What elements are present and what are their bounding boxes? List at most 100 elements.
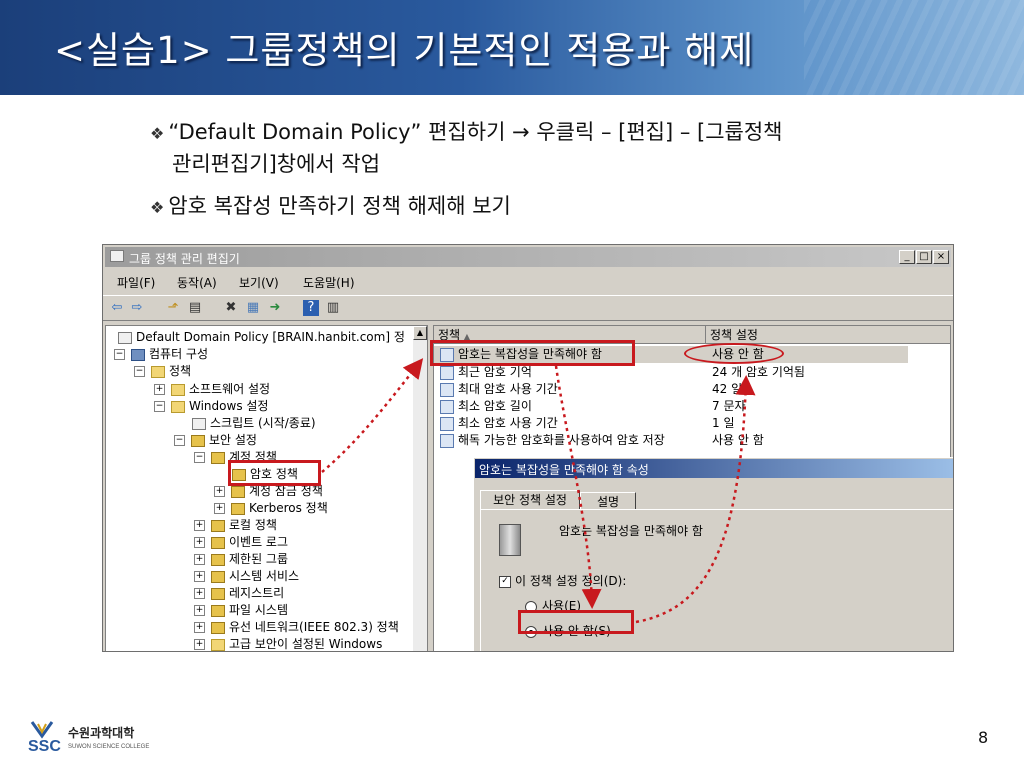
policy-setting-icon <box>440 416 454 431</box>
tree-item-event-log[interactable]: +이벤트 로그 <box>194 535 289 549</box>
policy-folder-icon <box>211 621 225 634</box>
tree-item-computer-config[interactable]: −컴퓨터 구성 <box>114 347 209 361</box>
tree-item-file-system[interactable]: +파일 시스템 <box>194 603 289 617</box>
tree-item-wired-network[interactable]: +유선 네트워크(IEEE 802.3) 정책 <box>194 620 399 634</box>
tree-item-security-settings[interactable]: −보안 설정 <box>174 433 257 447</box>
list-row-reversible-encryption[interactable]: 해독 가능한 암호화를 사용하여 암호 저장 사용 안 함 <box>434 432 948 449</box>
expand-icon[interactable]: + <box>194 554 205 565</box>
column-header-policy[interactable]: 정책 ▲ <box>434 326 706 344</box>
collapse-icon[interactable]: − <box>134 366 145 377</box>
highlight-setting-oval <box>684 343 784 364</box>
list-row-password-history[interactable]: 최근 암호 기억 24 개 암호 기억됨 <box>434 364 948 381</box>
show-hide-tree-icon[interactable]: ▤ <box>188 300 202 315</box>
tab-explain[interactable]: 설명 <box>580 492 636 510</box>
policy-folder-icon <box>211 536 225 549</box>
properties-icon[interactable]: ▦ <box>246 300 260 315</box>
column-header-setting[interactable]: 정책 설정 <box>706 326 950 344</box>
sort-ascending-icon: ▲ <box>463 332 471 341</box>
bullet-marker-icon: ❖ <box>150 124 165 143</box>
window-title: 그룹 정책 관리 편집기 <box>129 252 240 266</box>
expand-icon[interactable]: + <box>194 537 205 548</box>
group-policy-editor-window: 그룹 정책 관리 편집기 _ □ × 파일(F) 동작(A) 보기(V) 도움말… <box>102 244 954 652</box>
tree-item-local-policies[interactable]: +로컬 정책 <box>194 518 277 532</box>
menu-bar: 파일(F) 동작(A) 보기(V) 도움말(H) <box>103 271 953 291</box>
tree-item-registry[interactable]: +레지스트리 <box>194 586 285 600</box>
expand-icon[interactable]: + <box>194 571 205 582</box>
list-row-min-password-length[interactable]: 최소 암호 길이 7 문자 <box>434 398 948 415</box>
bullet-2: ❖암호 복잡성 만족하기 정책 해제해 보기 <box>150 190 511 220</box>
folder-icon <box>211 638 225 651</box>
highlight-password-policy <box>228 460 321 486</box>
dialog-titlebar[interactable]: 암호는 복잡성을 만족해야 함 속성 ? × <box>475 459 953 478</box>
expand-icon[interactable]: + <box>194 639 205 650</box>
bullet-1-line1: “Default Domain Policy” 편집하기 → 우클릭 – [편집… <box>168 120 783 144</box>
define-policy-checkbox[interactable]: ✓이 정책 설정 정의(D): <box>499 572 626 589</box>
policy-folder-icon <box>211 519 225 532</box>
expand-icon[interactable]: + <box>194 588 205 599</box>
svg-text:수원과학대학: 수원과학대학 <box>68 725 134 740</box>
tree-pane: Default Domain Policy [BRAIN.hanbit.com]… <box>105 325 428 651</box>
tree-item-password-policy[interactable]: 암호 정책 <box>232 466 298 482</box>
minimize-button[interactable]: _ <box>899 250 915 264</box>
tree-item-scripts[interactable]: 스크립트 (시작/종료) <box>192 415 316 431</box>
tab-security-policy-setting[interactable]: 보안 정책 설정 <box>480 490 580 510</box>
list-row-max-password-age[interactable]: 최대 암호 사용 기간 42 일 <box>434 381 948 398</box>
expand-icon[interactable]: + <box>214 503 225 514</box>
tree-item-advanced-firewall[interactable]: +고급 보안이 설정된 Windows <box>194 637 383 651</box>
menu-file[interactable]: 파일(F) <box>117 276 156 290</box>
slide-title: <실습1> 그룹정책의 기본적인 적용과 해제 <box>54 29 755 72</box>
folder-icon <box>171 400 185 413</box>
scroll-up-icon[interactable]: ▲ <box>413 326 427 340</box>
policy-folder-icon <box>232 468 246 481</box>
policy-doc-icon <box>118 331 132 344</box>
policy-folder-icon <box>211 587 225 600</box>
tree-scrollbar[interactable]: ▲ <box>413 326 427 651</box>
ssc-emblem-icon: SSC 수원과학대학 SUWON SCIENCE COLLEGE <box>28 721 149 755</box>
menu-view[interactable]: 보기(V) <box>239 276 279 290</box>
maximize-button[interactable]: □ <box>916 250 932 264</box>
computer-icon <box>131 348 145 361</box>
svg-text:SSC: SSC <box>28 738 61 755</box>
up-icon[interactable]: ⬏ <box>167 300 179 315</box>
policy-setting-icon <box>440 347 454 362</box>
tree-item-windows-settings[interactable]: −Windows 설정 <box>154 399 269 413</box>
menu-action[interactable]: 동작(A) <box>177 276 217 290</box>
list-row-min-password-age[interactable]: 최소 암호 사용 기간 1 일 <box>434 415 948 432</box>
svg-text:SUWON SCIENCE COLLEGE: SUWON SCIENCE COLLEGE <box>68 744 149 750</box>
expand-icon[interactable]: + <box>214 486 225 497</box>
expand-icon[interactable]: + <box>154 384 165 395</box>
tree-item-account-lockout-policy[interactable]: +계정 잠금 정책 <box>214 484 323 498</box>
close-button[interactable]: × <box>933 250 949 264</box>
dialog-policy-name: 암호는 복잡성을 만족해야 함 <box>559 524 703 538</box>
policy-folder-icon <box>211 451 225 464</box>
tree-item-default-domain-policy[interactable]: Default Domain Policy [BRAIN.hanbit.com]… <box>118 329 405 345</box>
menu-help[interactable]: 도움말(H) <box>303 276 355 290</box>
tree-item-kerberos-policy[interactable]: +Kerberos 정책 <box>214 501 328 515</box>
collapse-icon[interactable]: − <box>114 349 125 360</box>
policy-folder-icon <box>231 502 245 515</box>
window-titlebar[interactable]: 그룹 정책 관리 편집기 _ □ × <box>105 247 951 267</box>
view-icon[interactable]: ▥ <box>326 300 340 315</box>
expand-icon[interactable]: + <box>194 520 205 531</box>
expand-icon[interactable]: + <box>194 622 205 633</box>
bullet-1: ❖“Default Domain Policy” 편집하기 → 우클릭 – [편… <box>150 116 783 146</box>
tree-item-software-settings[interactable]: +소프트웨어 설정 <box>154 382 271 396</box>
tree-item-system-services[interactable]: +시스템 서비스 <box>194 569 300 583</box>
tree-item-policies[interactable]: −정책 <box>134 364 192 378</box>
delete-icon[interactable]: ✖ <box>225 300 237 315</box>
script-icon <box>192 417 206 430</box>
export-icon[interactable]: ➜ <box>269 300 281 315</box>
tree-item-restricted-groups[interactable]: +제한된 그룹 <box>194 552 289 566</box>
collapse-icon[interactable]: − <box>194 452 205 463</box>
collapse-icon[interactable]: − <box>154 401 165 412</box>
bullet-marker-icon: ❖ <box>150 198 165 217</box>
collapse-icon[interactable]: − <box>174 435 185 446</box>
college-logo: SSC 수원과학대학 SUWON SCIENCE COLLEGE <box>28 718 178 758</box>
forward-icon[interactable]: ⇨ <box>131 300 143 315</box>
expand-icon[interactable]: + <box>194 605 205 616</box>
checkbox-checked-icon[interactable]: ✓ <box>499 575 511 588</box>
policy-setting-icon <box>440 433 454 448</box>
slide-title-bar: <실습1> 그룹정책의 기본적인 적용과 해제 <box>0 0 1024 95</box>
back-icon[interactable]: ⇦ <box>111 300 123 315</box>
help-icon[interactable]: ? <box>303 300 319 316</box>
